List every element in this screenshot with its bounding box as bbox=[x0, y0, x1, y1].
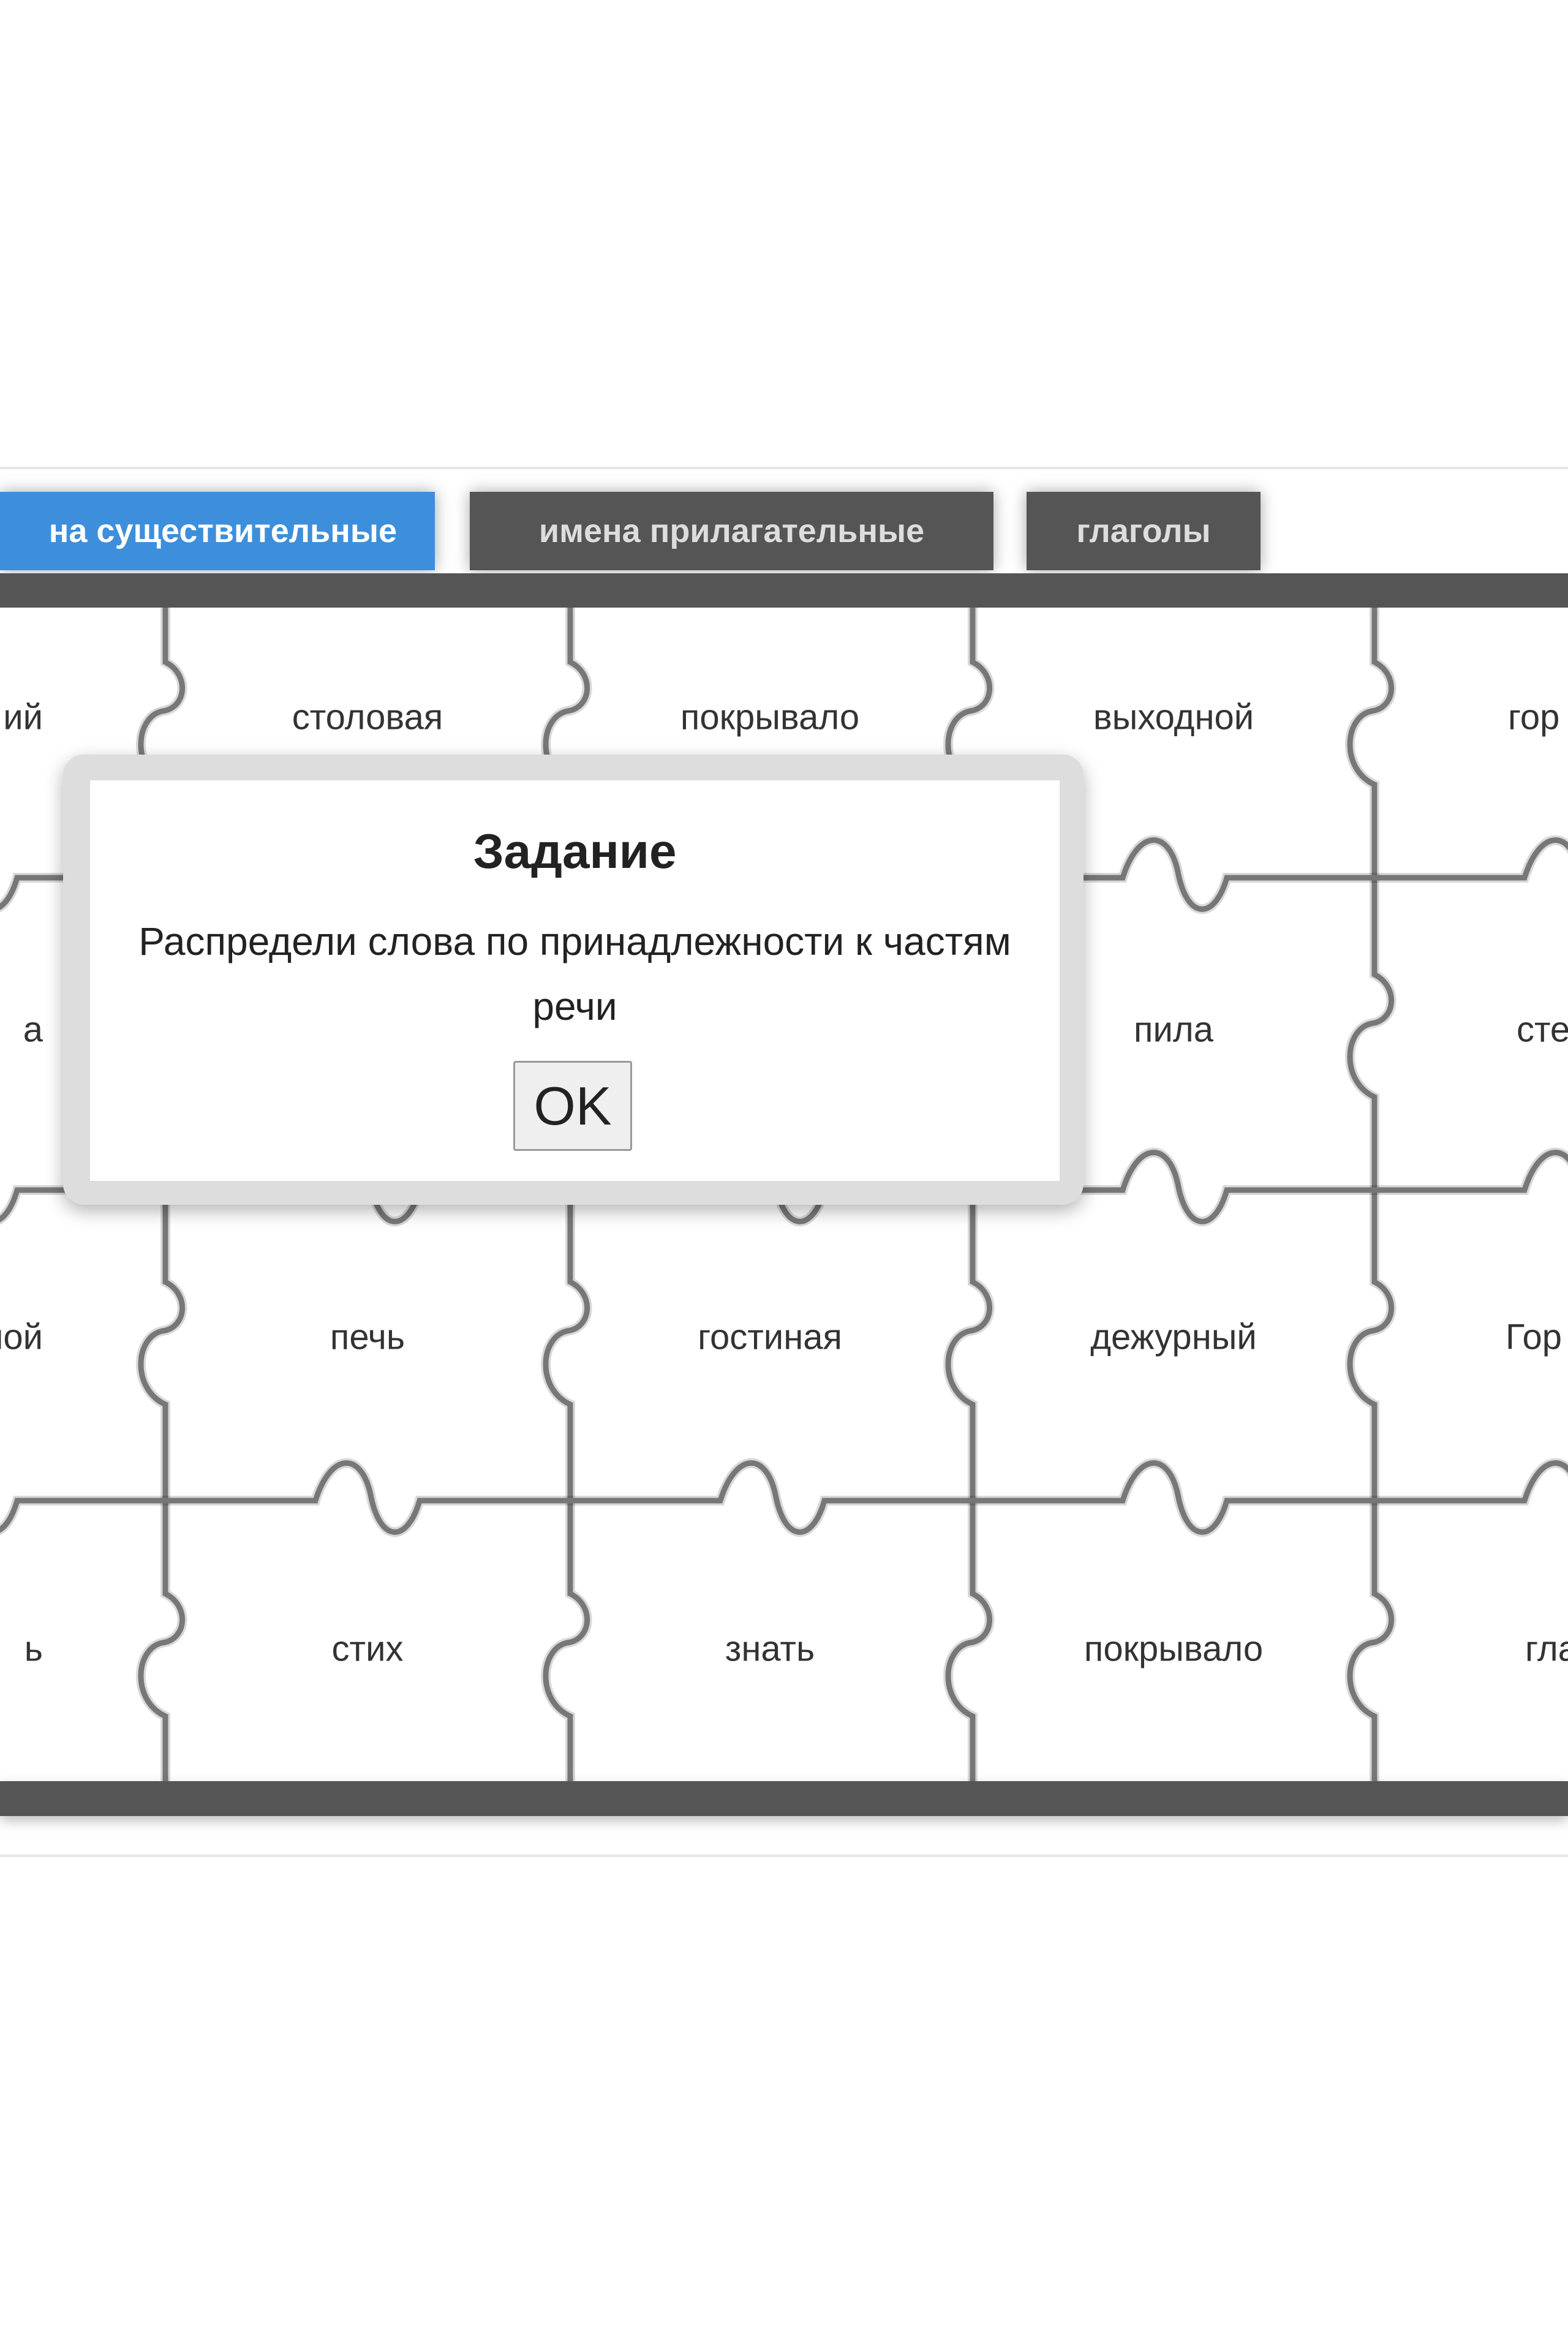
tab-adjectives[interactable]: имена прилагательные bbox=[470, 492, 993, 570]
ok-button[interactable]: OK bbox=[513, 1061, 632, 1151]
puzzle-piece-word[interactable]: печь bbox=[330, 1317, 405, 1357]
tab-verbs[interactable]: глаголы bbox=[1027, 492, 1261, 570]
puzzle-piece-word[interactable]: гла bbox=[1525, 1629, 1568, 1669]
puzzle-piece-word[interactable]: стих bbox=[331, 1629, 404, 1669]
puzzle-piece-word[interactable]: знать bbox=[725, 1629, 815, 1669]
puzzle-piece-word[interactable]: выходной bbox=[1093, 697, 1254, 737]
puzzle-piece-word[interactable]: ий bbox=[3, 697, 43, 737]
puzzle-piece-word[interactable]: ной bbox=[0, 1317, 43, 1357]
puzzle-piece-word[interactable]: гор bbox=[1508, 697, 1560, 737]
puzzle-piece-word[interactable]: сте bbox=[1517, 1009, 1568, 1050]
puzzle-piece-word[interactable]: дежурный bbox=[1090, 1317, 1257, 1357]
puzzle-piece-word[interactable]: гостиная bbox=[698, 1317, 842, 1357]
puzzle-piece-word[interactable]: Гор bbox=[1506, 1317, 1562, 1357]
board-bottom-frame bbox=[0, 1781, 1568, 1816]
dialog-title: Задание bbox=[473, 824, 677, 878]
dialog-content: Задание Распредели слова по принадлежнос… bbox=[90, 780, 1060, 1181]
tab-nouns[interactable]: на существительные bbox=[0, 492, 435, 570]
bottom-divider bbox=[0, 1855, 1568, 1857]
task-dialog: Задание Распредели слова по принадлежнос… bbox=[63, 755, 1084, 1205]
dialog-message: Распредели слова по принадлежности к час… bbox=[138, 919, 1011, 1028]
piece-seam-horizontal bbox=[0, 1460, 1568, 1535]
puzzle-piece-word[interactable]: а bbox=[23, 1009, 43, 1050]
puzzle-piece-word[interactable]: покрывало bbox=[1084, 1629, 1264, 1669]
puzzle-piece-word[interactable]: пила bbox=[1134, 1009, 1213, 1050]
top-divider bbox=[0, 467, 1568, 469]
puzzle-piece-word[interactable]: покрывало bbox=[680, 697, 860, 737]
puzzle-piece-word[interactable]: столовая bbox=[292, 697, 443, 737]
board-top-frame bbox=[0, 573, 1568, 608]
puzzle-piece-word[interactable]: ь bbox=[24, 1629, 43, 1669]
